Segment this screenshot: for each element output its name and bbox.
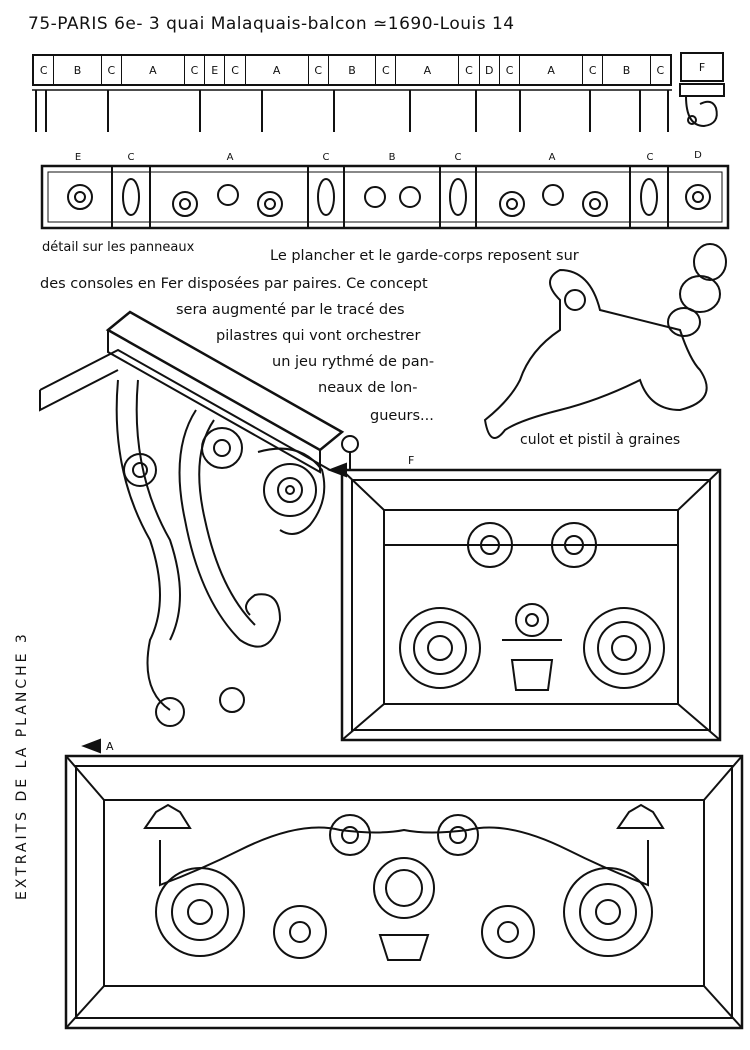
panel-label: D: [694, 150, 702, 161]
plan-segment: C: [225, 56, 246, 84]
plan-strip-balusters: [32, 89, 672, 132]
plan-segment: B: [603, 56, 651, 84]
page-title: 75-PARIS 6e- 3 quai Malaquais-balcon ≃16…: [28, 14, 515, 34]
plan-segment: C: [376, 56, 397, 84]
culot-pistil-drawing: [483, 243, 727, 439]
note-line: des consoles en Fer disposées par paires…: [40, 276, 428, 292]
note-line: sera augmenté par le tracé des: [176, 302, 405, 318]
plan-segment: C: [34, 56, 55, 84]
panel-F-drawing: [327, 462, 722, 742]
panel-label: E: [74, 152, 82, 163]
note-line: pilastres qui vont orchestrer: [216, 328, 421, 344]
panel-A-marker: A: [106, 740, 114, 753]
plan-segment: C: [185, 56, 206, 84]
plan-segment: A: [396, 56, 460, 84]
panel-label: B: [388, 152, 396, 163]
panel-F-marker: F: [408, 454, 415, 467]
plan-segment: A: [246, 56, 309, 84]
panel-label: C: [454, 152, 462, 163]
plan-segment: B: [329, 56, 377, 84]
plan-segment: A: [520, 56, 583, 84]
plan-segment: C: [102, 56, 122, 84]
console-bracket-drawing: [39, 310, 359, 727]
plan-segment: A: [122, 56, 185, 84]
plan-segment: C: [459, 56, 480, 84]
note-line: Le plancher et le garde-corps reposent s…: [270, 248, 579, 264]
panel-label: C: [322, 152, 330, 163]
note-line: gueurs...: [370, 408, 434, 424]
plan-end-label: F: [680, 52, 724, 82]
note-line: neaux de lon-: [318, 380, 418, 396]
detail-caption: détail sur les panneaux: [42, 240, 195, 255]
culot-caption: culot et pistil à graines: [520, 432, 681, 448]
plan-segment: D: [480, 56, 500, 84]
plan-segment: C: [656, 63, 665, 77]
panel-label: A: [226, 152, 234, 163]
panel-row: [40, 164, 730, 230]
plan-segment: C: [583, 56, 604, 84]
plan-segment: C: [309, 56, 329, 84]
panel-label: A: [548, 152, 556, 163]
plan-segment: E: [205, 56, 226, 84]
plan-segment: B: [54, 56, 102, 84]
panel-A-drawing: [64, 738, 744, 1030]
vertical-caption: EXTRAITS DE LA PLANCHE 3: [14, 631, 30, 900]
panel-label: C: [646, 152, 654, 163]
plan-segment: C: [500, 56, 521, 84]
panel-label: C: [127, 152, 135, 163]
small-console-bracket: [679, 83, 725, 128]
note-line: un jeu rythmé de pan-: [272, 354, 435, 370]
